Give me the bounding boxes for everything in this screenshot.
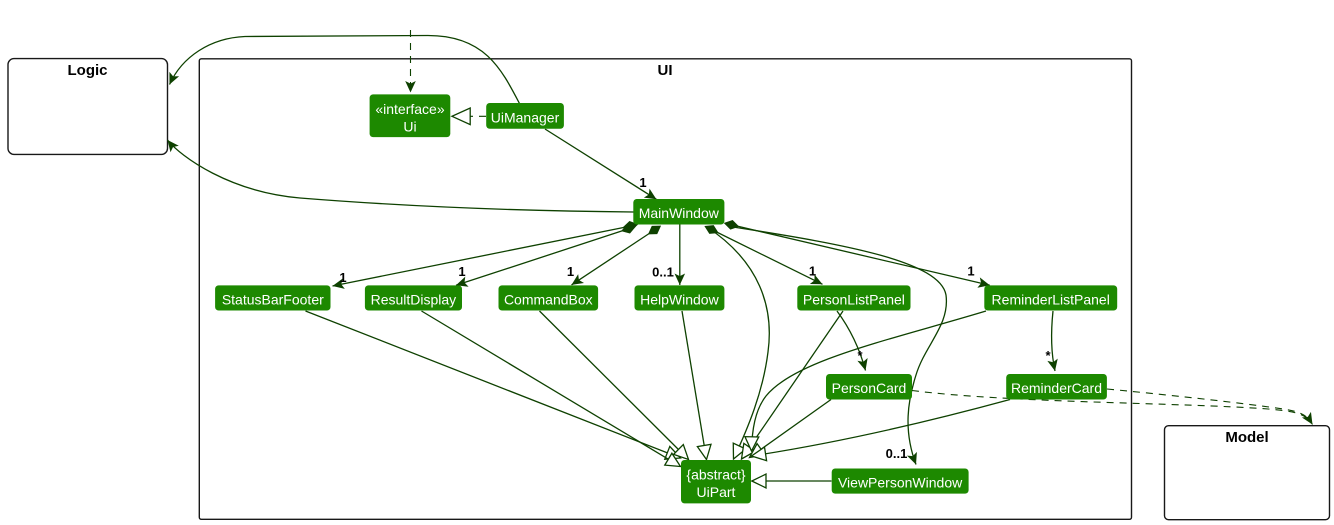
svg-text:Model: Model <box>1225 429 1268 446</box>
svg-text:*: * <box>857 348 863 363</box>
svg-text:{abstract}: {abstract} <box>686 466 745 482</box>
svg-text:0..1: 0..1 <box>652 265 674 280</box>
svg-text:ResultDisplay: ResultDisplay <box>371 291 457 307</box>
svg-text:*: * <box>1045 348 1051 363</box>
svg-text:1: 1 <box>339 270 346 285</box>
svg-text:1: 1 <box>967 264 974 279</box>
svg-text:MainWindow: MainWindow <box>639 205 720 221</box>
svg-text:CommandBox: CommandBox <box>504 291 593 307</box>
svg-text:PersonListPanel: PersonListPanel <box>803 291 905 307</box>
svg-text:«interface»: «interface» <box>375 101 444 117</box>
svg-text:HelpWindow: HelpWindow <box>640 291 719 307</box>
svg-text:0..1: 0..1 <box>886 446 908 461</box>
svg-text:ViewPersonWindow: ViewPersonWindow <box>838 474 963 490</box>
svg-text:1: 1 <box>458 264 465 279</box>
svg-text:1: 1 <box>809 264 816 279</box>
svg-text:1: 1 <box>639 175 646 190</box>
svg-text:UiManager: UiManager <box>491 109 560 125</box>
svg-text:StatusBarFooter: StatusBarFooter <box>222 291 324 307</box>
svg-text:Ui: Ui <box>403 119 416 135</box>
svg-text:1: 1 <box>567 264 574 279</box>
svg-text:ReminderListPanel: ReminderListPanel <box>992 291 1110 307</box>
svg-text:PersonCard: PersonCard <box>832 380 907 396</box>
svg-text:ReminderCard: ReminderCard <box>1011 380 1102 396</box>
svg-text:UI: UI <box>658 62 673 79</box>
svg-text:Logic: Logic <box>68 62 108 79</box>
svg-text:UiPart: UiPart <box>697 484 736 500</box>
